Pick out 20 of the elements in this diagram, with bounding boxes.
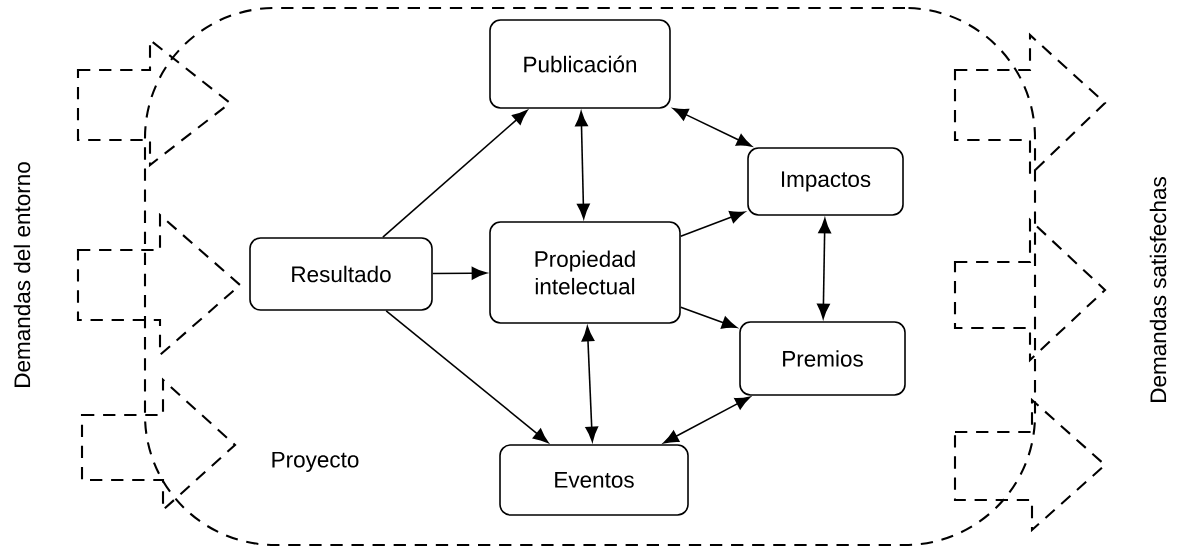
process-box: Premios: [739, 321, 906, 396]
arrow: [817, 218, 832, 319]
arrow: [663, 396, 751, 444]
arrow: [680, 306, 738, 329]
process-box: Impactos: [747, 147, 904, 216]
project-boundary: [143, 6, 1037, 547]
process-box: Propiedad intelectual: [489, 221, 681, 324]
arrow: [581, 326, 599, 442]
arrow: [680, 211, 746, 238]
boundary-label: Proyecto: [272, 451, 359, 473]
arrow: [382, 110, 528, 238]
arrow: [432, 266, 487, 280]
side-label: Demandas satisfechas: [1149, 177, 1167, 402]
process-box: Eventos: [499, 444, 689, 516]
arrow: [672, 107, 752, 147]
process-box: Resultado: [249, 237, 433, 311]
arrow: [575, 111, 590, 219]
arrow: [385, 309, 549, 444]
process-box: Publicación: [489, 19, 671, 109]
side-label: Demandas del entorno: [13, 162, 31, 387]
